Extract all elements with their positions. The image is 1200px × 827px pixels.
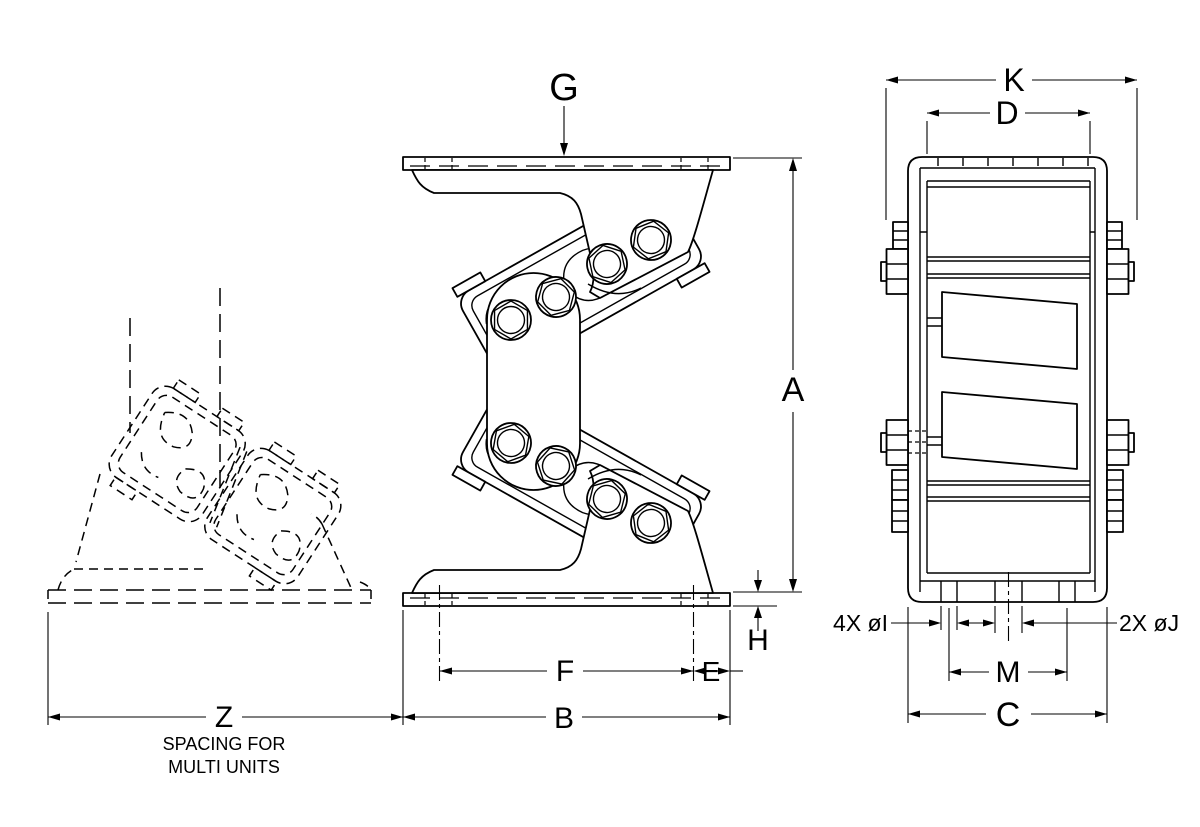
phantom-bracket-5 bbox=[109, 476, 139, 501]
phantom-frame2-outer bbox=[204, 447, 342, 585]
nut bbox=[892, 221, 909, 250]
lower-frame-bracket-right bbox=[675, 474, 711, 501]
nut bbox=[891, 499, 909, 533]
hex-bolt bbox=[535, 276, 577, 318]
lower-frame-bracket-left bbox=[451, 465, 487, 492]
side-bolts-right bbox=[1106, 221, 1135, 533]
side-bottom-hole-stubs bbox=[940, 606, 1023, 633]
side-top-double-lines bbox=[927, 180, 1090, 188]
z-note-line2: MULTI UNITS bbox=[168, 757, 280, 777]
dim-k-extlines bbox=[885, 88, 1138, 220]
hex-bolt bbox=[490, 299, 532, 341]
hex-bolt bbox=[535, 445, 577, 487]
hex-bolt-group bbox=[490, 219, 672, 544]
dim-label-h: H bbox=[747, 624, 769, 657]
dim-label-e: E bbox=[702, 656, 721, 687]
phantom-bracket-4 bbox=[311, 469, 341, 494]
side-band-lower bbox=[927, 480, 1090, 502]
side-view bbox=[880, 156, 1135, 645]
dim-label-m: M bbox=[996, 656, 1021, 689]
bottom-boss-curve bbox=[587, 468, 642, 480]
dim-g-arrow bbox=[560, 143, 568, 156]
side-bottom-hole-lines bbox=[940, 581, 1076, 602]
side-pack1-tab bbox=[927, 317, 942, 327]
phantom-bracket-6 bbox=[248, 566, 278, 592]
phantom-frame1-inner bbox=[117, 394, 237, 514]
dim-b-extlines bbox=[402, 610, 731, 725]
callout-label-j: 2X øJ bbox=[1119, 610, 1179, 636]
side-rubber-pack-2 bbox=[941, 391, 1078, 470]
upper-frame-bracket-right bbox=[675, 262, 711, 289]
phantom-bracket-2 bbox=[215, 407, 246, 432]
phantom-frame2-inner bbox=[213, 456, 333, 576]
nut bbox=[1106, 499, 1124, 533]
dimensions-front: G A H F E B Z SPACING FOR MULTI UNITS bbox=[47, 67, 805, 777]
dim-c-extlines bbox=[907, 607, 1108, 723]
nut bbox=[885, 248, 909, 295]
hex-bolt bbox=[586, 243, 628, 285]
z-note-line1: SPACING FOR bbox=[163, 734, 286, 754]
dim-label-a: A bbox=[782, 371, 805, 409]
dim-label-z: Z bbox=[215, 701, 233, 734]
stud-tip bbox=[1127, 261, 1135, 282]
side-rubber-pack-1 bbox=[941, 291, 1078, 370]
nut bbox=[1106, 221, 1123, 250]
phantom-casting-profile bbox=[57, 473, 353, 591]
nut bbox=[891, 469, 909, 501]
hex-bolt bbox=[586, 478, 628, 520]
dim-f-centerlines bbox=[438, 585, 695, 682]
phantom-frame-assembly bbox=[108, 378, 342, 592]
upper-frame-bracket-left bbox=[451, 271, 487, 298]
bolt-hidden-shank bbox=[908, 430, 927, 454]
phantom-bracket-3 bbox=[267, 440, 298, 466]
phantom-rubber-squiggles-2 bbox=[236, 473, 301, 561]
side-body-outline bbox=[907, 156, 1108, 603]
dim-label-k: K bbox=[1003, 62, 1024, 98]
phantom-base-plate bbox=[48, 589, 371, 604]
dim-label-d: D bbox=[995, 95, 1018, 131]
dim-label-b: B bbox=[554, 702, 574, 735]
side-bolts-left bbox=[880, 221, 927, 533]
nut bbox=[1106, 419, 1130, 466]
top-boss-curve bbox=[587, 283, 642, 295]
nut bbox=[1106, 469, 1124, 501]
dim-m-extlines bbox=[948, 608, 1068, 681]
callout-label-i: 4X øI bbox=[833, 610, 888, 636]
nut bbox=[885, 419, 909, 466]
hex-bolt bbox=[630, 502, 672, 544]
dimensions-side: K D 4X øI 2X øJ M C bbox=[833, 62, 1179, 734]
phantom-view bbox=[47, 288, 372, 604]
nut bbox=[1106, 248, 1130, 295]
phantom-frame1-outer bbox=[108, 385, 246, 523]
dim-label-f: F bbox=[556, 655, 574, 688]
hex-bolt bbox=[630, 219, 672, 261]
side-band-upper bbox=[927, 256, 1090, 279]
dim-label-c: C bbox=[996, 696, 1021, 734]
hex-bolt bbox=[490, 422, 532, 464]
stud-tip bbox=[1127, 432, 1135, 453]
side-pack2-tab bbox=[927, 436, 942, 446]
stud-tip bbox=[880, 432, 888, 453]
front-view bbox=[402, 156, 731, 607]
side-top-serrations bbox=[937, 158, 1089, 166]
phantom-base-ends bbox=[47, 581, 372, 603]
phantom-rubber-squiggles-1 bbox=[140, 411, 206, 499]
phantom-bracket-1 bbox=[172, 378, 202, 404]
side-plate-wrap-lines bbox=[919, 167, 1096, 592]
dim-a-extlines bbox=[733, 157, 802, 593]
dim-label-g: G bbox=[549, 67, 579, 109]
dim-d-extlines bbox=[926, 121, 1091, 154]
phantom-center-joint bbox=[209, 446, 248, 528]
stud-tip bbox=[880, 261, 888, 282]
